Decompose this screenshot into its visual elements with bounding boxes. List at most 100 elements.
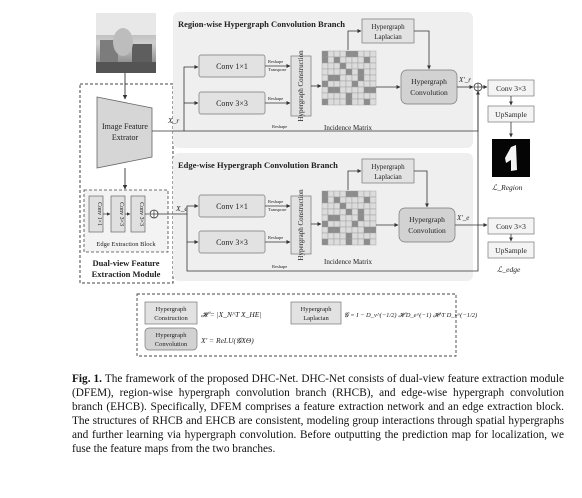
incidence-cell xyxy=(327,208,335,216)
incidence-cell xyxy=(363,226,371,234)
incidence-cell xyxy=(363,214,371,222)
incidence-cell xyxy=(345,202,353,210)
region-conv1x1-label: Conv 1×1 xyxy=(216,62,248,71)
incidence-cell xyxy=(345,98,353,106)
caption-label: Fig. 1. xyxy=(72,373,102,385)
incidence-cell xyxy=(369,232,377,240)
edge-transpose-label: Transpose xyxy=(268,207,286,212)
incidence-cell xyxy=(339,92,347,100)
incidence-cell xyxy=(363,208,371,216)
incidence-cell xyxy=(357,208,365,216)
incidence-cell xyxy=(369,214,377,222)
output-edge-upsample xyxy=(487,241,535,259)
incidence-cell xyxy=(363,190,371,198)
incidence-cell xyxy=(369,190,377,198)
incidence-cell xyxy=(333,190,341,198)
edge-reshape-label-2: Reshape xyxy=(268,235,283,240)
incidence-cell xyxy=(363,220,371,228)
incidence-cell xyxy=(333,62,341,70)
incidence-cell xyxy=(321,62,329,70)
incidence-cell xyxy=(357,62,365,70)
incidence-cell xyxy=(351,214,359,222)
incidence-cell xyxy=(333,92,341,100)
incidence-cell xyxy=(327,50,335,58)
dfem-label-1: Dual-view Feature xyxy=(92,258,159,268)
loss-edge-label: ℒ_edge xyxy=(497,265,521,274)
incidence-cell xyxy=(345,62,353,70)
incidence-cell xyxy=(345,50,353,58)
incidence-cell xyxy=(327,220,335,228)
eeb-conv-b-label: Conv 3×3 xyxy=(118,202,124,226)
incidence-cell xyxy=(321,190,329,198)
output-edge-conv-label: Conv 3×3 xyxy=(496,222,526,231)
incidence-cell xyxy=(327,214,335,222)
region-conv3x3-label: Conv 3×3 xyxy=(216,99,248,108)
legend-hg-laplacian xyxy=(290,301,342,325)
output-region-upsample-label: UpSample xyxy=(495,110,527,119)
incidence-cell xyxy=(333,74,341,82)
incidence-cell xyxy=(327,62,335,70)
incidence-cell xyxy=(351,80,359,88)
region-hg-convolution xyxy=(400,69,458,105)
incidence-cell xyxy=(363,232,371,240)
incidence-cell xyxy=(339,56,347,64)
incidence-cell xyxy=(333,208,341,216)
incidence-cell xyxy=(339,74,347,82)
region-branch-title: Region-wise Hypergraph Convolution Branc… xyxy=(178,19,345,29)
image-feature-label-2: Extrator xyxy=(112,133,139,142)
incidence-cell xyxy=(339,86,347,94)
incidence-cell xyxy=(327,98,335,106)
edge-incidence-matrix-label: Incidence Matrix xyxy=(324,258,373,266)
incidence-cell xyxy=(351,196,359,204)
incidence-cell xyxy=(345,196,353,204)
edge-x-prime-label: X'_e xyxy=(456,214,469,222)
incidence-cell xyxy=(321,68,329,76)
incidence-cell xyxy=(369,98,377,106)
incidence-cell xyxy=(369,208,377,216)
incidence-cell xyxy=(333,238,341,246)
incidence-cell xyxy=(357,232,365,240)
incidence-cell xyxy=(363,80,371,88)
incidence-cell xyxy=(345,208,353,216)
incidence-cell xyxy=(339,68,347,76)
incidence-cell xyxy=(369,92,377,100)
incidence-cell xyxy=(327,74,335,82)
incidence-cell xyxy=(369,238,377,246)
region-bottom-reshape: Reshape xyxy=(272,124,287,129)
incidence-cell xyxy=(327,68,335,76)
incidence-cell xyxy=(339,238,347,246)
edge-reshape-label: Reshape xyxy=(268,199,283,204)
incidence-cell xyxy=(339,62,347,70)
legend-hg-laplacian-label-1: Hypergraph xyxy=(301,306,333,313)
legend-hg-convolution-label-1: Hypergraph xyxy=(156,332,188,339)
incidence-cell xyxy=(339,214,347,222)
incidence-cell xyxy=(339,232,347,240)
incidence-cell xyxy=(363,238,371,246)
incidence-cell xyxy=(333,68,341,76)
region-transpose-label: Transpose xyxy=(268,67,286,72)
legend-box xyxy=(136,293,457,357)
incidence-cell xyxy=(339,220,347,228)
incidence-cell xyxy=(333,50,341,58)
incidence-cell xyxy=(357,226,365,234)
legend-eq-x: X' = ReLU(𝓖XΘ) xyxy=(200,336,254,345)
output-edge-upsample-label: UpSample xyxy=(495,246,527,255)
incidence-cell xyxy=(363,68,371,76)
region-reshape-label: Reshape xyxy=(268,59,283,64)
incidence-cell xyxy=(345,68,353,76)
incidence-cell xyxy=(321,86,329,94)
incidence-cell xyxy=(333,98,341,106)
incidence-cell xyxy=(369,86,377,94)
incidence-cell xyxy=(321,226,329,234)
region-hg-laplacian xyxy=(361,18,415,44)
incidence-cell xyxy=(345,214,353,222)
incidence-cell xyxy=(321,214,329,222)
incidence-cell xyxy=(321,80,329,88)
region-x-prime-label: X'_r xyxy=(458,76,471,84)
incidence-cell xyxy=(333,220,341,228)
incidence-cell xyxy=(357,238,365,246)
incidence-cell xyxy=(327,202,335,210)
input-image xyxy=(96,13,156,73)
incidence-cell xyxy=(339,80,347,88)
incidence-cell xyxy=(321,196,329,204)
